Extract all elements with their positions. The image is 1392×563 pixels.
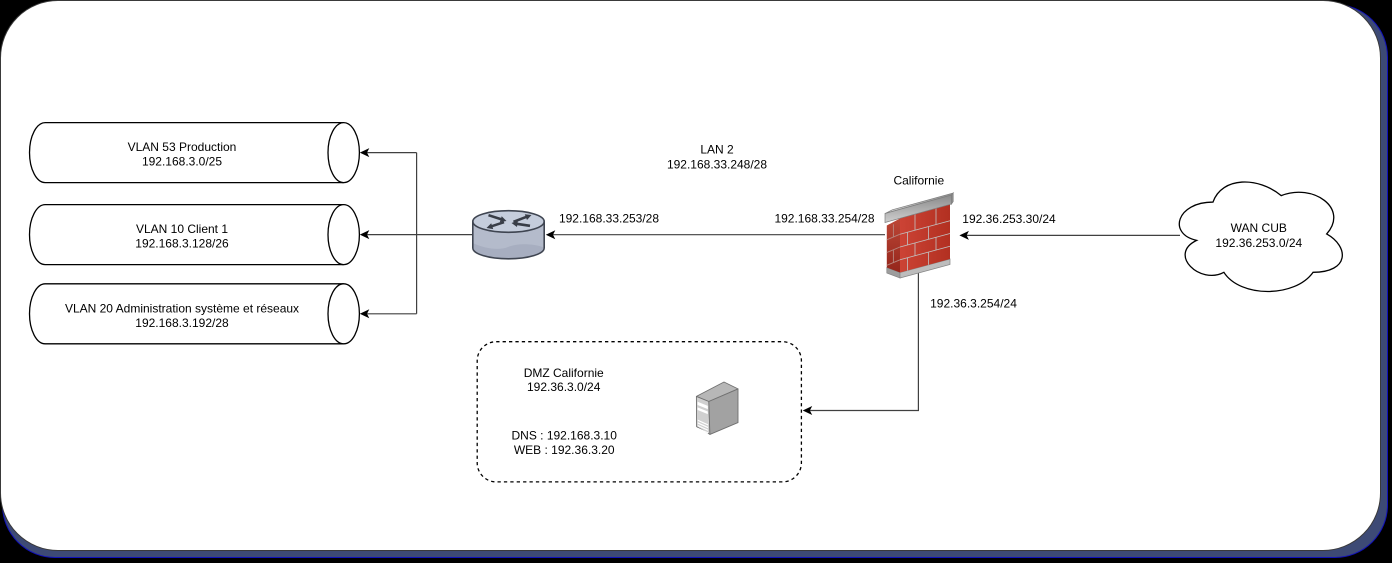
svg-text:VLAN 20 Administration système: VLAN 20 Administration système et réseau… xyxy=(65,301,299,315)
svg-text:WEB : 192.36.3.20: WEB : 192.36.3.20 xyxy=(514,443,615,457)
svg-text:VLAN 53 Production: VLAN 53 Production xyxy=(128,140,237,154)
svg-text:192.36.3.0/24: 192.36.3.0/24 xyxy=(527,380,601,394)
svg-text:192.168.33.253/28: 192.168.33.253/28 xyxy=(559,211,659,225)
svg-text:192.168.3.128/26: 192.168.3.128/26 xyxy=(135,237,229,251)
svg-text:192.168.33.254/28: 192.168.33.254/28 xyxy=(774,211,874,225)
svg-text:192.168.33.248/28: 192.168.33.248/28 xyxy=(667,158,767,172)
svg-text:DMZ Californie: DMZ Californie xyxy=(524,366,604,380)
svg-text:192.36.253.30/24: 192.36.253.30/24 xyxy=(962,212,1056,226)
svg-text:192.168.3.192/28: 192.168.3.192/28 xyxy=(135,316,229,330)
svg-text:DNS : 192.168.3.10: DNS : 192.168.3.10 xyxy=(511,428,617,442)
svg-text:WAN CUB: WAN CUB xyxy=(1231,221,1287,235)
svg-text:192.168.3.0/25: 192.168.3.0/25 xyxy=(142,155,222,169)
svg-text:VLAN 10 Client 1: VLAN 10 Client 1 xyxy=(136,222,228,236)
svg-text:LAN 2: LAN 2 xyxy=(700,143,734,157)
svg-text:Californie: Californie xyxy=(893,174,944,188)
svg-text:192.36.253.0/24: 192.36.253.0/24 xyxy=(1215,236,1302,250)
svg-text:192.36.3.254/24: 192.36.3.254/24 xyxy=(930,297,1017,311)
